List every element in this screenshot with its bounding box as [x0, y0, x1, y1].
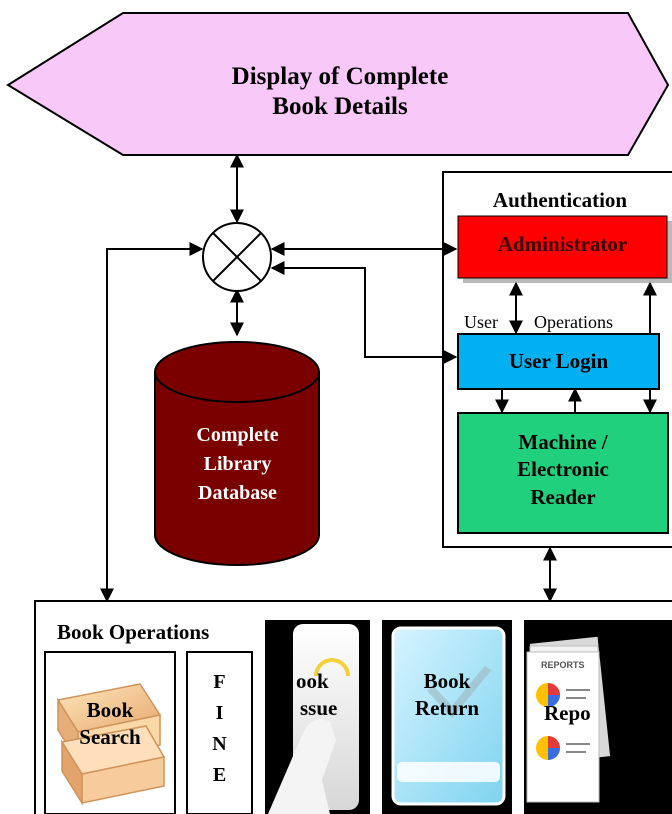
fine-letter-e: E: [212, 764, 227, 786]
book-return-label-line2: Return: [414, 696, 480, 721]
book-issue-label: ook ssue: [296, 668, 366, 723]
display-shape: [6, 12, 670, 156]
book-return-tile: [382, 620, 512, 814]
database-label-line3: Database: [198, 482, 277, 504]
administrator-label: Administrator: [497, 232, 628, 256]
user-login-label: User Login: [508, 349, 609, 373]
fine-tile: [186, 651, 253, 814]
book-search-tile: [44, 651, 176, 814]
reader-label-line2: Electronic: [517, 457, 609, 482]
authentication-frame: [442, 171, 672, 548]
report-label: Repo: [544, 701, 591, 725]
user-label: User: [464, 312, 498, 332]
display-title: Display of Complete Book Details: [160, 62, 520, 122]
report-tile: REPORTS: [524, 620, 672, 814]
book-search-label: Book Search: [45, 697, 175, 752]
database-label-line1: Complete: [196, 424, 279, 446]
database-cylinder: [154, 341, 320, 566]
fine-letter-i: I: [215, 702, 224, 724]
book-issue-label-line2: ssue: [300, 696, 338, 721]
book-search-label-line2: Search: [79, 725, 141, 750]
reader-label-line1: Machine /: [518, 430, 608, 454]
user-login-box: [457, 333, 660, 390]
fine-letter-f: F: [213, 671, 226, 693]
fine-label: F I N E: [187, 667, 252, 791]
book-search-label-line1: Book: [86, 698, 134, 722]
operations-label: Operations: [534, 312, 613, 332]
book-return-label-line1: Book: [423, 669, 471, 693]
reader-label-line3: Reader: [530, 484, 596, 509]
fine-letter-n: N: [212, 733, 227, 755]
display-title-line2: Book Details: [272, 93, 408, 120]
report-doc-title: REPORTS: [541, 660, 585, 670]
book-operations-frame: [34, 600, 672, 814]
authentication-title: Authentication: [492, 188, 628, 212]
reader-label: Machine / Electronic Reader: [458, 429, 668, 511]
reader-box: [457, 412, 669, 534]
book-operations-title: Book Operations: [57, 620, 210, 644]
book-issue-tile: [265, 620, 370, 814]
arrow-junction-userlogin: [270, 261, 458, 364]
book-return-label: Book Return: [382, 668, 512, 723]
arrow-junction-bookops: [100, 242, 204, 603]
book-issue-label-line1: ook: [296, 669, 329, 693]
administrator-box: [457, 215, 672, 283]
database-label: Complete Library Database: [165, 421, 310, 508]
display-title-line1: Display of Complete: [231, 63, 449, 90]
database-label-line2: Library: [203, 453, 272, 475]
summing-junction: [202, 222, 272, 292]
